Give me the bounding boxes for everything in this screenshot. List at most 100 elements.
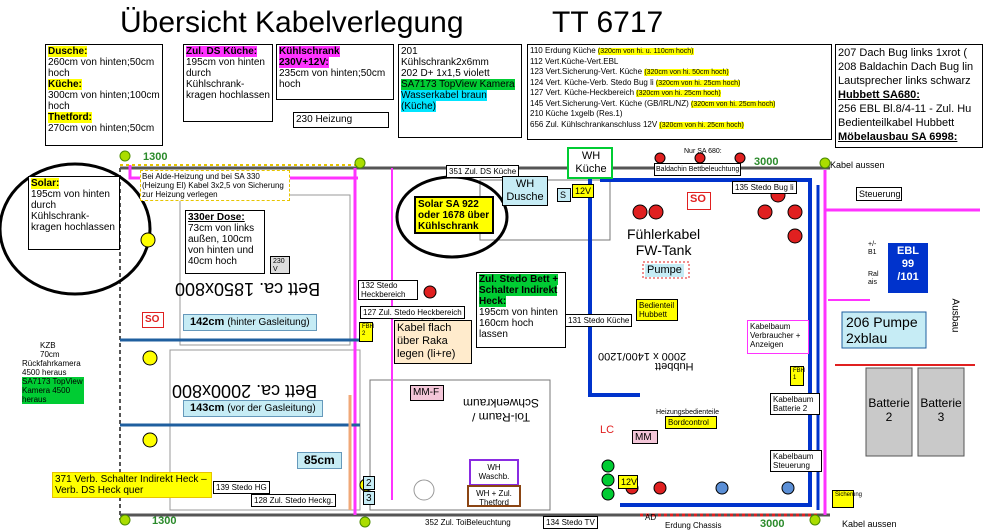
ebl-box: [888, 243, 928, 293]
solar-heading: Solar:: [31, 178, 60, 189]
ebl-l1: EBL: [897, 245, 919, 257]
cable-110-row: 110 Erdung Küche (320cm von hi. u. 110cm…: [530, 46, 694, 55]
sun-marker-icon: [119, 514, 131, 526]
speaker-text: Lautsprecher links schwarz: [838, 75, 971, 87]
dim-3000-top: 3000: [754, 156, 779, 168]
zul-stedo-text: 195cm von hinten 160cm hoch lassen: [479, 307, 558, 340]
fuehlerkabel-label: Fühlerkabel FW-Tank: [627, 226, 700, 258]
zul-stedo-box: Zul. Stedo Bett + Schalter Indirekt Heck…: [476, 272, 566, 348]
thetford-text: 270cm von hinten;50cm: [48, 123, 155, 134]
kabel-flach-text: Kabel flach über Raka legen (li+re): [397, 322, 456, 360]
switch-icon: [787, 228, 803, 244]
sicherung-box: Sicherung: [832, 490, 862, 508]
right-top-box: 207 Dach Bug links 1xrot ( 208 Baldachin…: [835, 44, 983, 148]
kabelbaum-steuerung-box: Kabelbaum Steuerung: [770, 450, 822, 472]
label-132: 132 Stedo Heckbereich: [358, 280, 418, 300]
v12-label-bottom: 12V: [618, 475, 638, 489]
s-label: S: [557, 188, 571, 202]
blue-light-icon: [781, 481, 795, 495]
switch-icon: [653, 481, 667, 495]
label-131: 131 Stedo Küche: [565, 314, 633, 327]
wh-wasch-frame: [469, 459, 519, 486]
label-351: 351 Zul. DS Küche: [446, 165, 520, 178]
thetford-heading: Thetford:: [48, 112, 92, 123]
label-erdung: Erdung Chassis: [665, 521, 722, 530]
verb-371-box: 371 Verb. Schalter Indirekt Heck – Verb.…: [52, 472, 212, 498]
cable-210-row: 210 Küche 1xgelb (Res.1): [530, 109, 623, 118]
wh-wasch-text: WH Waschb.: [478, 463, 510, 481]
fbh2-label: FBH 2: [359, 322, 374, 342]
fbh1-label: FBH 1: [790, 366, 805, 386]
switch-icon: [757, 204, 773, 220]
label-134: 134 Stedo TV: [543, 516, 598, 529]
b1-label: +/- B1: [868, 241, 877, 256]
sun-marker-icon: [819, 157, 831, 169]
wh-thetford-text: WH + Zul. Thetford: [476, 489, 512, 507]
light-icon: [142, 350, 158, 366]
label-kabel-aussen-top: Kabel aussen: [830, 160, 885, 170]
sun-marker-icon: [119, 150, 131, 162]
ebl-label: EBL 99 /101: [888, 245, 928, 284]
kuehlschrank-box: Kühlschrank 230V+12V: 235cm von hinten;5…: [276, 44, 394, 100]
kueche-text: 300cm von hinten;100cm hoch: [48, 90, 160, 112]
solar-text: 195cm von hinten durch Kühlschrank-krage…: [31, 189, 115, 233]
pump-206-box: [841, 311, 927, 349]
light-icon: [140, 232, 156, 248]
cable-207-text: 207 Dach Bug links 1xrot (: [838, 47, 968, 59]
kuehlschrank-heading: Kühlschrank: [279, 46, 340, 57]
dose-330-box: 330er Dose: 73cm von links außen, 100cm …: [185, 210, 265, 274]
dusche-text: 260cm von hinten;50cm hoch: [48, 57, 155, 79]
cable-blue-inner: [588, 175, 640, 397]
bed-1-label: Bett ca. 1850x800: [175, 279, 321, 299]
solar-sa-text: Solar SA 922 oder 1678 über Kühlschrank: [418, 199, 490, 232]
model-label: TT 6717: [552, 6, 664, 39]
wh-wasch-box: WH Waschb.: [474, 462, 514, 482]
battery-3-box: [917, 367, 965, 457]
n230-label: 230 V: [270, 256, 290, 274]
steuerung-box: Steuerung: [856, 187, 902, 201]
kabelbaum-verbraucher-box: Kabelbaum Verbraucher + Anzeigen: [747, 320, 809, 354]
battery-2-box: [865, 367, 913, 457]
switch-icon: [654, 152, 666, 164]
bedienteil-kabel-text: Bedienteilkabel Hubbett: [838, 117, 955, 129]
wh-thetford-box: WH + Zul. Thetford: [470, 488, 518, 507]
dim-1300-bottom: 1300: [152, 515, 177, 527]
label-352: 352 Zul. ToiBeleuchtung: [425, 518, 511, 527]
kuehlschrank-text: 235cm von hinten;50cm hoch: [279, 68, 386, 90]
bordcontrol-box: Bordcontrol: [665, 416, 717, 429]
cable-201-l2: Kühlschrank2x6mm: [401, 57, 489, 68]
cable-201-l5: Wasserkabel braun (Küche): [401, 90, 487, 112]
switch-icon: [632, 204, 648, 220]
dim-143: 143cm (vor der Gasleitung): [183, 400, 323, 417]
switch-icon: [734, 152, 746, 164]
moebelausbau-heading: Möbelausbau SA 6998:: [838, 131, 958, 143]
label-baldachin: Baldachin Bettbeleuchtung: [654, 163, 742, 176]
cable-112-row: 112 Vert.Küche-Vert.EBL: [530, 56, 619, 66]
dose-330-heading: 330er Dose:: [188, 212, 245, 223]
heizung-bedienteile-label: Heizungsbedienteile: [656, 409, 720, 416]
kabelbaum-steuerung-text: Kabelbaum Steuerung: [773, 452, 814, 470]
pump-206-l1: 206 Pumpe: [846, 314, 918, 330]
page-title: Übersicht Kabelverlegung: [120, 6, 464, 39]
pump-206-label: 206 Pumpe 2xblau: [846, 314, 918, 346]
switch-icon: [423, 285, 437, 299]
toiraum-label: Toi-Raum / Schwenkraum: [462, 396, 540, 424]
cable-201-l4: SA7173 TopView Kamera: [401, 79, 515, 90]
green-light-icon: [601, 473, 615, 487]
dose-330-text: 73cm von links außen, 100cm von hinten u…: [188, 223, 255, 267]
label-135: 135 Stedo Bug li: [732, 181, 797, 194]
alde-note: Bei Alde-Heizung und bei SA 330 (Heizung…: [140, 170, 290, 201]
dim-1300-top: 1300: [143, 151, 168, 163]
sun-marker-icon: [354, 157, 366, 169]
pump-206-l2: 2xblau: [846, 330, 888, 346]
kabelbaum-batterie-box: Kabelbaum Batterie 2: [770, 393, 820, 415]
verb-371-text: 371 Verb. Schalter Indirekt Heck – Verb.…: [55, 474, 207, 496]
hubbett-size-label: 2000 x 1400/1200: [598, 350, 687, 362]
cable-201-box: 201 Kühlschrank2x6mm 202 D+ 1x1,5 violet…: [398, 44, 522, 138]
cable-201-l3: 202 D+ 1x1,5 violett: [401, 68, 490, 79]
switch-icon: [787, 204, 803, 220]
kuehlschrank-voltage: 230V+12V:: [279, 57, 329, 68]
green-light-icon: [601, 459, 615, 473]
